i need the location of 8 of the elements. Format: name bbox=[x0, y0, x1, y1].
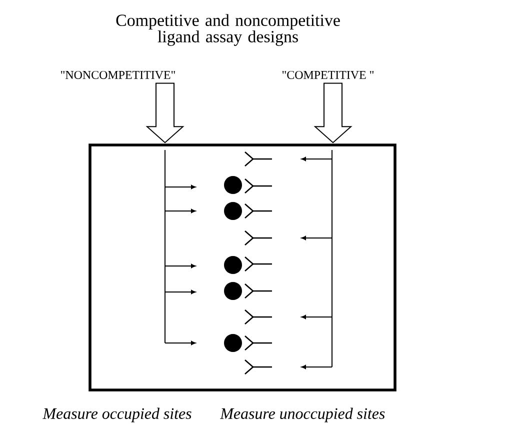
assay-label: "NONCOMPETITIVE" bbox=[61, 70, 175, 80]
caption: Measure unoccupied sites bbox=[220, 408, 385, 422]
assay-box bbox=[88, 144, 396, 392]
caption: Measure occupied sites bbox=[42, 408, 192, 422]
block-arrow bbox=[146, 82, 184, 144]
block-arrow bbox=[314, 82, 352, 144]
assay-label: "COMPETITIVE " bbox=[282, 70, 374, 80]
title: Competitive and noncompetitive ligand assay designs bbox=[116, 14, 340, 46]
